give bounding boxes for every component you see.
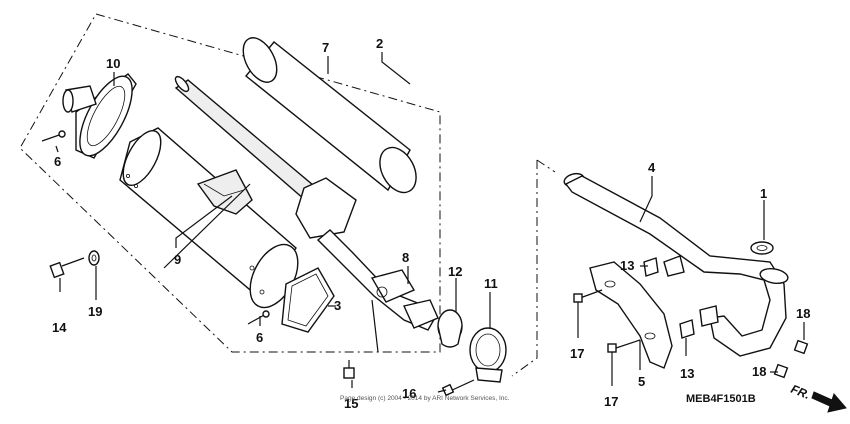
callout-5: 5	[638, 374, 645, 389]
callout-3: 3	[334, 298, 341, 313]
callout-1: 1	[760, 186, 767, 201]
callout-17-lower: 17	[604, 394, 618, 409]
packing-part-7	[242, 37, 417, 194]
exhaust-pipe-boundary	[536, 159, 556, 173]
bolt-part-14	[49, 257, 85, 279]
nut-part-18-lower	[773, 363, 789, 379]
clip-part-13-upper	[643, 257, 659, 277]
callout-13-upper: 13	[620, 258, 634, 273]
front-direction-indicator: FR.	[789, 382, 847, 413]
muffler-assembly-boundary	[19, 13, 441, 353]
callout-11: 11	[484, 276, 498, 291]
end-cap-part-10	[62, 73, 137, 159]
callout-2: 2	[376, 36, 383, 51]
callout-13-lower: 13	[680, 366, 694, 381]
callout-7: 7	[322, 40, 329, 55]
gasket-part-1	[750, 241, 774, 255]
callout-4: 4	[648, 160, 656, 175]
callout-8: 8	[402, 250, 409, 265]
callout-10: 10	[106, 56, 120, 71]
callout-12: 12	[448, 264, 462, 279]
screw-part-6-upper	[41, 130, 66, 142]
gasket-ring-part-12	[437, 309, 463, 348]
screw-part-6-lower	[247, 310, 270, 325]
callout-17-upper: 17	[570, 346, 584, 361]
callout-6-upper: 6	[54, 154, 61, 169]
direction-arrow-icon	[811, 391, 847, 413]
exhaust-pipe-boundary-lower	[511, 160, 538, 377]
bolt-part-17-upper	[573, 289, 603, 303]
diagram-code: MEB4F1501B	[686, 393, 756, 405]
copyright-text: Page design (c) 2004 - 2014 by ARI Netwo…	[340, 395, 510, 402]
callout-14: 14	[52, 320, 67, 335]
bolt-part-16	[441, 379, 475, 397]
exhaust-pipe-part-4	[563, 172, 789, 357]
callout-16: 16	[402, 386, 416, 401]
callout-9: 9	[174, 252, 181, 267]
callout-6-lower: 6	[256, 330, 263, 345]
bracket-part-8	[370, 269, 439, 329]
heat-shield-part-5	[589, 261, 673, 369]
band-clamp-part-11	[469, 327, 507, 383]
muffler-body-part-9	[119, 127, 299, 309]
callout-18-lower: 18	[752, 364, 766, 379]
callout-19: 19	[88, 304, 102, 319]
gasket-part-3	[281, 267, 335, 333]
callout-15: 15	[344, 396, 358, 411]
clip-part-13-lower	[679, 319, 695, 339]
callout-18-right: 18	[796, 306, 810, 321]
bolt-part-17-lower	[607, 339, 641, 353]
bolt-part-15	[343, 360, 355, 379]
direction-label: FR.	[789, 382, 812, 402]
nut-part-18-right	[793, 339, 809, 355]
washer-part-19	[88, 250, 100, 266]
leader-lines	[55, 52, 805, 393]
